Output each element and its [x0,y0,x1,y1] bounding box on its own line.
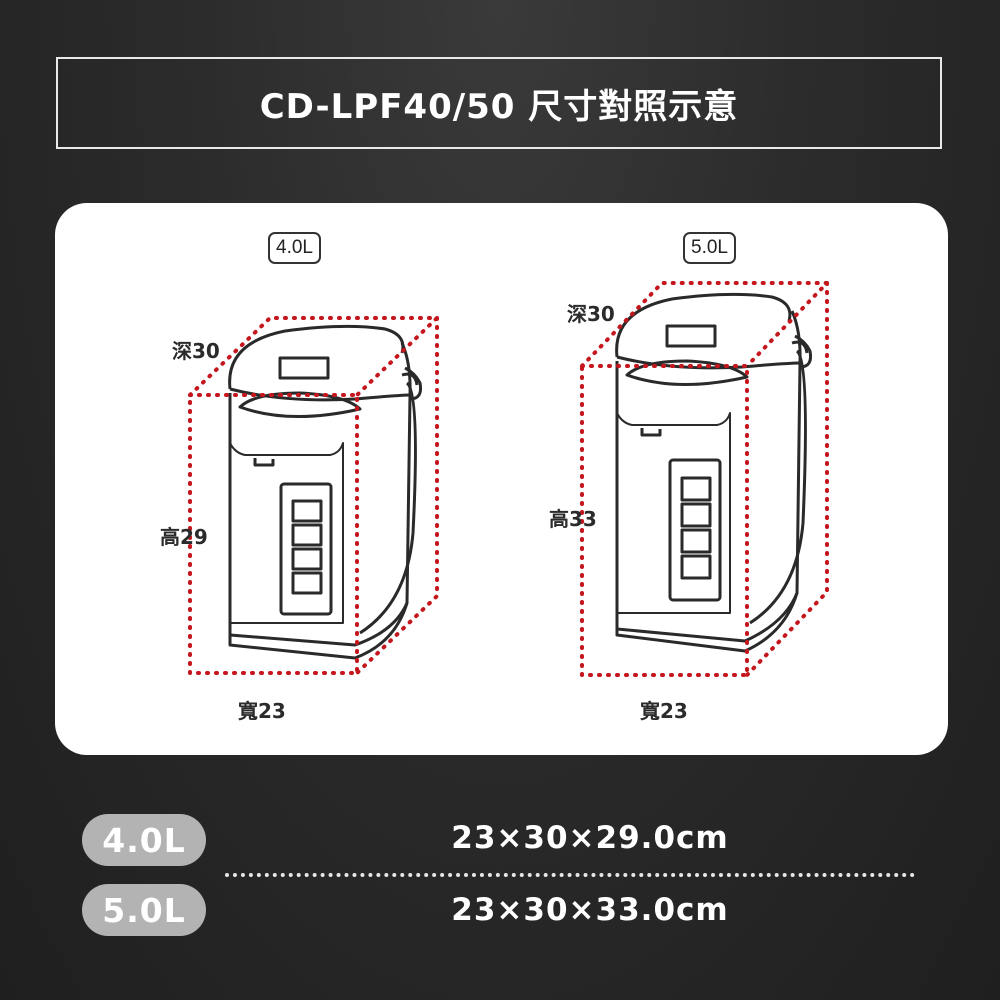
pot-4l-illustration [228,324,422,660]
height-label-4l: 高29 [160,525,208,549]
capacity-tag-5l: 5.0L [683,232,736,264]
width-label-4l: 寬23 [238,699,286,723]
capacity-tag-4l: 4.0L [268,232,321,264]
diagram-panel: 4.0L 5.0L 深30 高29 寬23 深30 高33 寬23 [55,203,948,755]
dim-box-4l [188,316,442,675]
dim-box-5l [580,281,832,677]
page-title: CD-LPF40/50 尺寸對照示意 [259,86,739,127]
pot-5l-illustration [615,292,812,653]
depth-label-5l: 深30 [567,302,615,326]
capacity-badge-4l: 4.0L [82,814,206,866]
dimensions-4l: 23×30×29.0cm [451,820,729,856]
dimensions-5l: 23×30×33.0cm [451,892,729,928]
depth-label-4l: 深30 [172,339,220,363]
size-diagram [188,281,832,677]
title-frame: CD-LPF40/50 尺寸對照示意 [56,57,942,149]
capacity-badge-5l: 5.0L [82,884,206,936]
width-label-5l: 寬23 [640,699,688,723]
dotted-divider [225,873,915,877]
height-label-5l: 高33 [549,507,597,531]
